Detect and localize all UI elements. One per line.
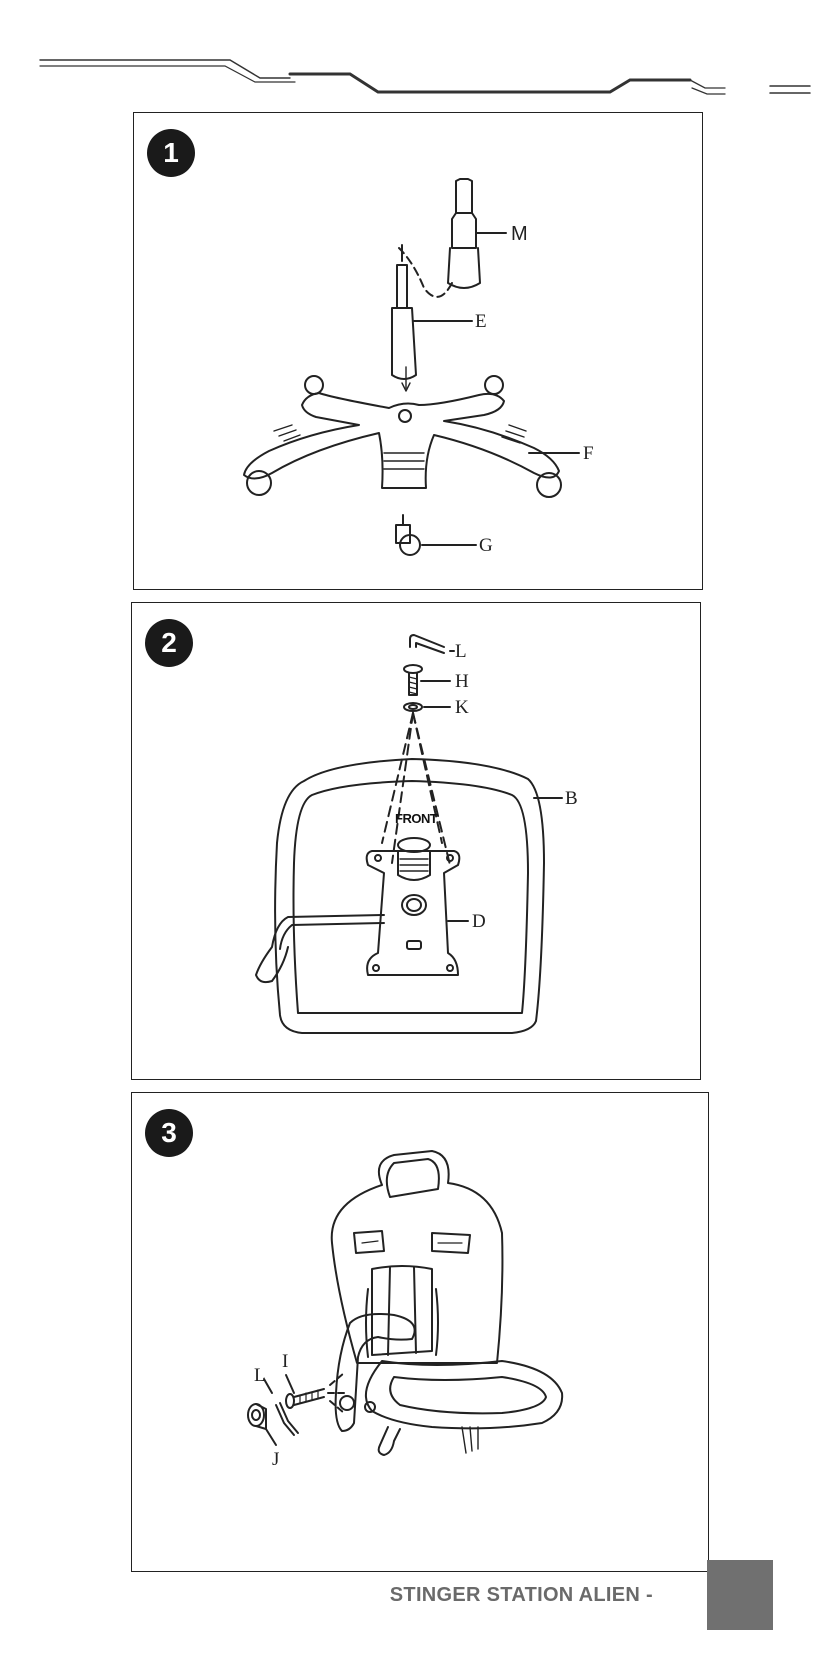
label-d: D — [472, 911, 486, 932]
label-i: I — [282, 1351, 288, 1372]
part-d-mechanism — [256, 838, 468, 982]
label-l: L — [455, 641, 467, 662]
part-m-cover — [448, 179, 506, 288]
label-l-step3: L — [254, 1365, 266, 1386]
product-title: STINGER STATION ALIEN - — [390, 1584, 653, 1607]
page-footer: STINGER STATION ALIEN - — [0, 1560, 831, 1663]
page-number-block — [707, 1560, 773, 1630]
label-h: H — [455, 671, 469, 692]
label-k: K — [455, 697, 469, 718]
label-b: B — [565, 788, 578, 809]
part-i-bolt — [286, 1375, 324, 1408]
chair-illustration — [328, 1151, 562, 1455]
part-j-spacer — [248, 1404, 276, 1445]
part-l-allen-key — [410, 635, 454, 653]
part-k-washer — [404, 703, 450, 711]
label-j: J — [272, 1449, 279, 1470]
step-2-panel: 2 — [131, 602, 701, 1080]
part-g-caster — [396, 515, 476, 555]
label-f: F — [583, 443, 594, 464]
label-m: M — [511, 223, 528, 245]
step-3-panel: 3 — [131, 1092, 709, 1572]
front-marking: FRONT — [395, 811, 438, 826]
label-g: G — [479, 535, 493, 556]
label-e: E — [475, 311, 487, 332]
step-3-illustration: I L J — [132, 1093, 710, 1573]
header-decoration — [0, 0, 831, 110]
part-e-gaslift — [392, 245, 472, 391]
step-1-panel: 1 — [133, 112, 703, 590]
step-2-illustration: FRONT L H K B D — [132, 603, 702, 1081]
step-1-illustration: M E F G — [134, 113, 704, 591]
part-f-base — [244, 376, 579, 497]
part-h-bolt — [404, 665, 450, 695]
